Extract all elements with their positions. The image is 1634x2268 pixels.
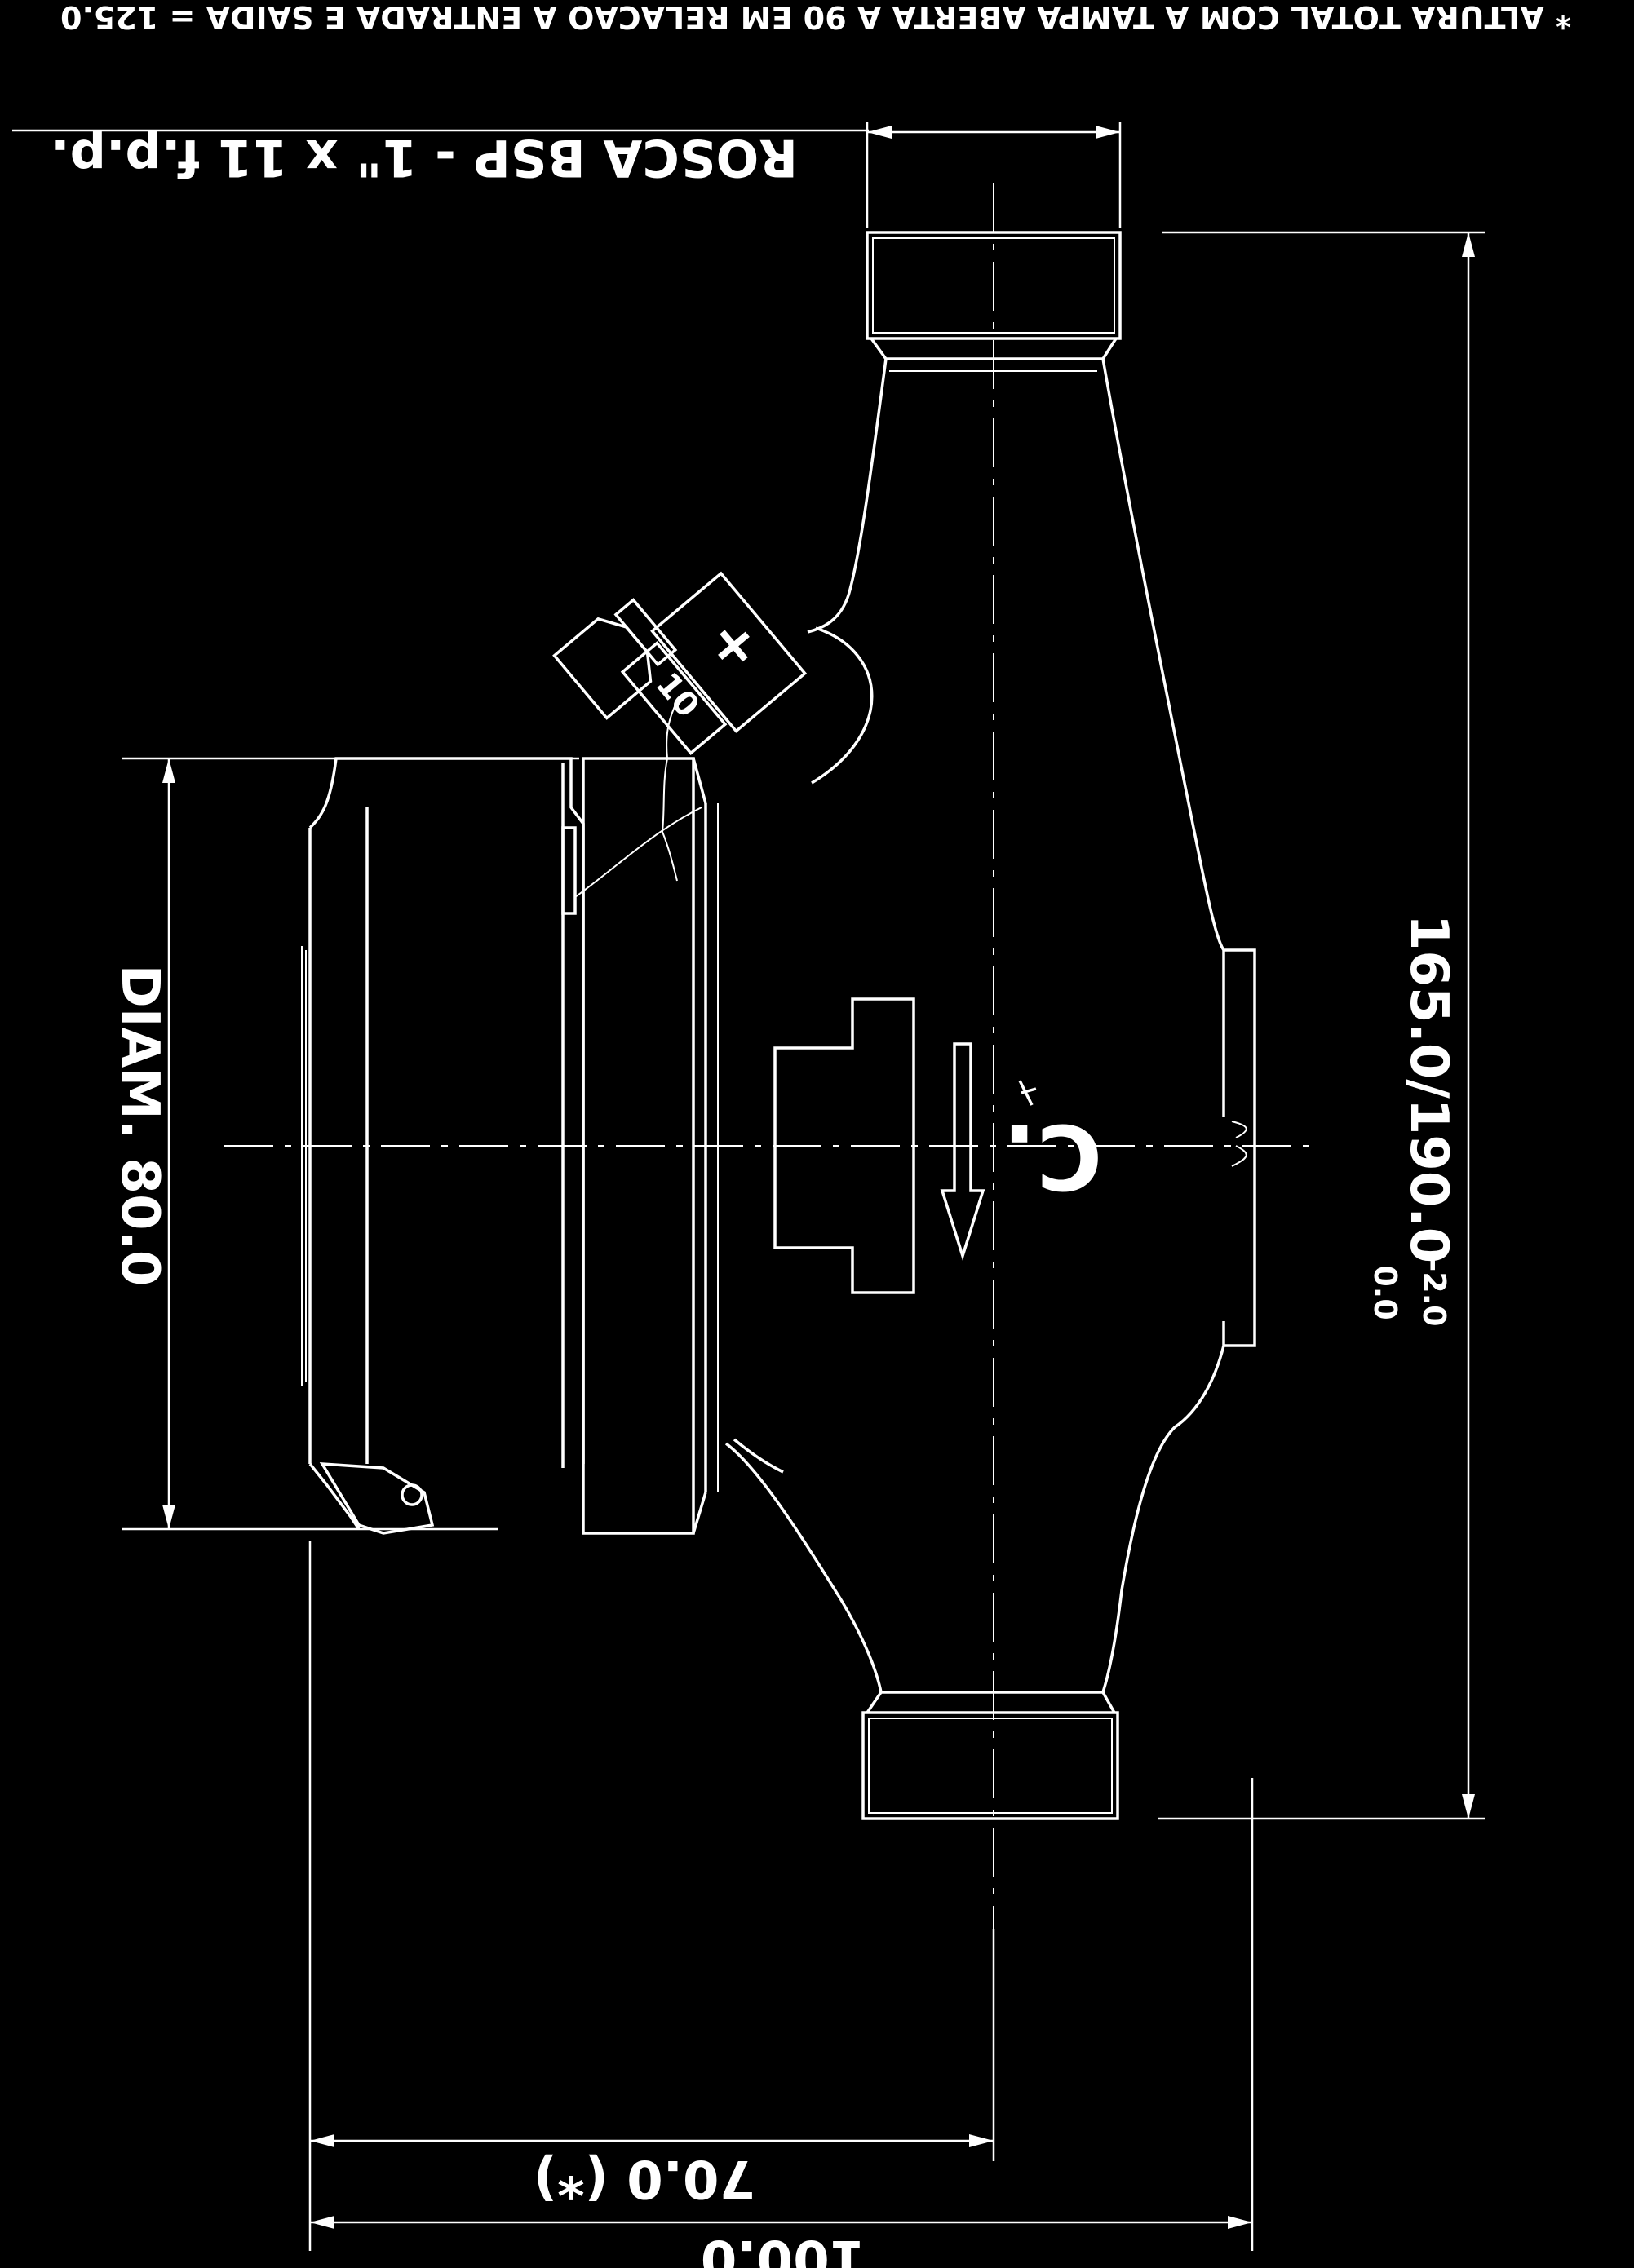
top-thread-inner (872, 237, 1115, 334)
body-mark-label: C. (1003, 1104, 1103, 1209)
cap-dome (811, 626, 874, 785)
length-label: 165.0/190.0 (1398, 914, 1459, 1263)
drawing-frame: * ALTURA TOTAL COM A TAMPA ABERTA A 90 E… (12, 0, 1571, 2268)
height-total-label: 100.0 (701, 2228, 866, 2268)
overall-height-note: * ALTURA TOTAL COM A TAMPA ABERTA A 90 E… (60, 0, 1571, 35)
register-head (301, 757, 719, 1535)
flow-arrow-icon (940, 1042, 985, 1261)
seal-cap (650, 571, 808, 733)
pipe-body (724, 231, 1256, 1820)
height-dimensions: 70.0 (*) 100.0 (308, 1541, 1254, 2268)
bottom-thread-inner (868, 1718, 1113, 1814)
register-outline (308, 757, 585, 1464)
diameter-label: DIAM. 80.0 (109, 965, 170, 1287)
pipe-right-contour (1101, 358, 1225, 1693)
ring-mark: 10 (649, 665, 706, 724)
bottom-thread-connector (861, 1711, 1119, 1820)
seal-ring (620, 641, 728, 755)
cap-assembly: + 10 (620, 571, 808, 755)
thread-spec-label: ROSCA BSP - 1" x 11 f.p.p. (51, 128, 798, 188)
lid-latch (561, 826, 577, 915)
length-tol-lower: -2.0 (1416, 1258, 1452, 1326)
length-tol-upper: 0.0 (1367, 1265, 1403, 1320)
register-hinge (319, 1462, 435, 1535)
pipe-left-contour (724, 358, 888, 1693)
seal-chain (661, 701, 678, 882)
thread-arrow-left (867, 126, 892, 139)
thread-arrow-right (1096, 126, 1120, 139)
height-star-label: 70.0 (*) (534, 2148, 755, 2208)
side-boss (773, 997, 915, 1294)
diameter-dimension: DIAM. 80.0 (109, 757, 579, 1531)
length-dimension: 165.0/190.0 0.0 -2.0 (1158, 231, 1485, 1820)
cap-mark: + (693, 603, 773, 686)
